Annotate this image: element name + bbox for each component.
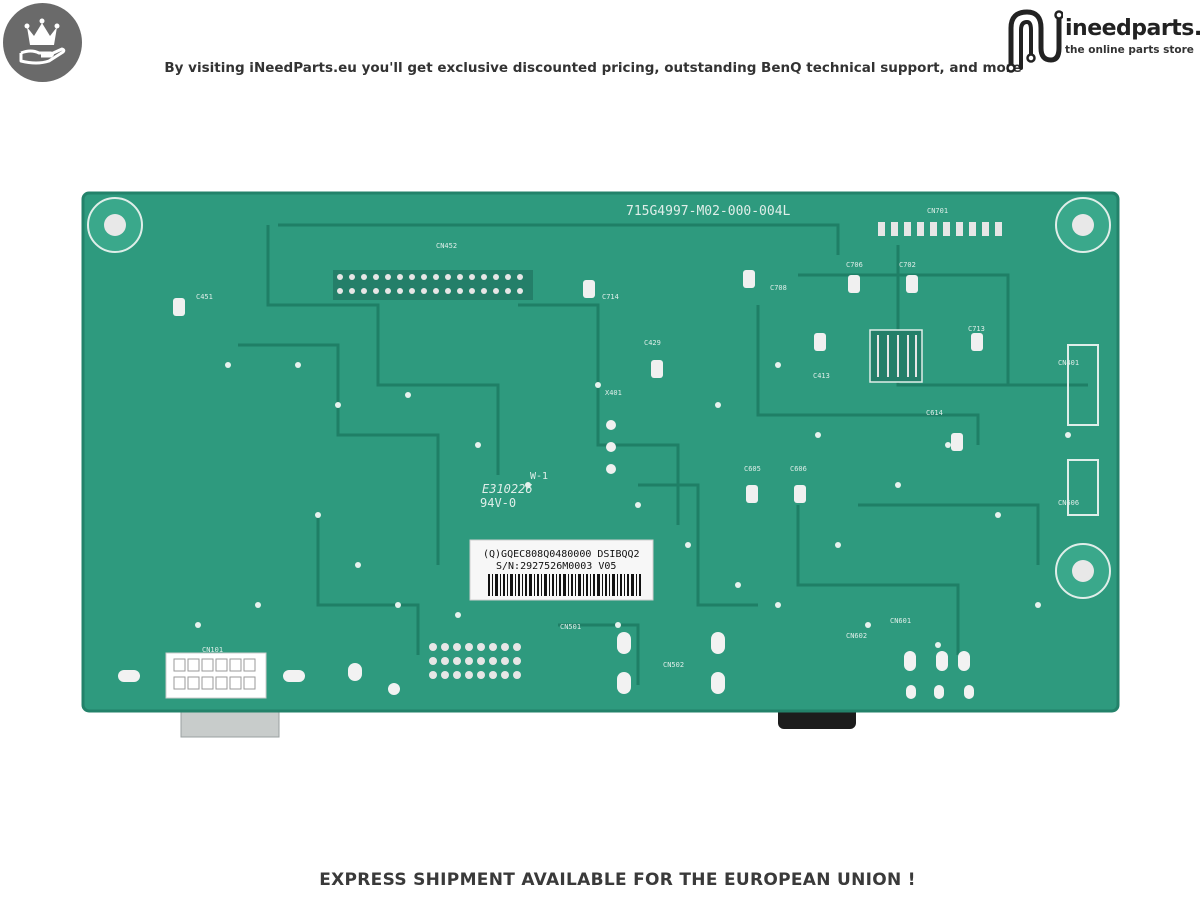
cn452-header bbox=[333, 270, 533, 300]
store-badge bbox=[3, 3, 82, 82]
silk-cn606: CN606 bbox=[1058, 499, 1079, 507]
silk-c702: C702 bbox=[899, 261, 916, 269]
silkscreen-labels: 715G4997-M02-000-004L E310226 W-1 94V-0 … bbox=[196, 204, 1079, 669]
silk-c714: C714 bbox=[602, 293, 619, 301]
cn101-connector bbox=[165, 652, 267, 699]
silk-cn452: CN452 bbox=[436, 242, 457, 250]
silk-cn101: CN101 bbox=[202, 646, 223, 654]
silk-cn602: CN602 bbox=[846, 632, 867, 640]
silk-c605: C605 bbox=[744, 465, 761, 473]
pcb-traces bbox=[238, 223, 1088, 685]
label-line2: S/N:2927526M0003 V05 bbox=[496, 561, 616, 572]
label-line1: (Q)GQEC808Q0480000 DSIBQQ2 bbox=[483, 549, 640, 560]
serial-label: (Q)GQEC808Q0480000 DSIBQQ2 S/N:2927526M0… bbox=[469, 539, 654, 601]
silk-c606: C606 bbox=[790, 465, 807, 473]
circuit-n-icon bbox=[1006, 9, 1063, 73]
silk-c451: C451 bbox=[196, 293, 213, 301]
silk-c429: C429 bbox=[644, 339, 661, 347]
cn606-outline bbox=[1067, 459, 1099, 516]
flammability-rating: 94V-0 bbox=[480, 496, 516, 510]
silk-cn601: CN601 bbox=[890, 617, 911, 625]
pcb-board bbox=[83, 193, 1118, 711]
silk-cn502: CN502 bbox=[663, 661, 684, 669]
silk-c706: C706 bbox=[846, 261, 863, 269]
silk-c614: C614 bbox=[926, 409, 943, 417]
promo-tagline: By visiting iNeedParts.eu you'll get exc… bbox=[0, 60, 1200, 76]
part-number: 715G4997-M02-000-004L bbox=[626, 204, 791, 219]
ic-pad bbox=[869, 329, 923, 383]
mounting-holes bbox=[87, 197, 1111, 599]
shipping-banner: EXPRESS SHIPMENT AVAILABLE FOR THE EUROP… bbox=[0, 870, 1200, 890]
logo-name: ineedparts.eu bbox=[1065, 16, 1200, 41]
footer-text: EXPRESS SHIPMENT AVAILABLE FOR THE EUROP… bbox=[319, 870, 916, 890]
ul-mark: E310226 bbox=[482, 482, 533, 496]
silk-cn401: CN401 bbox=[1058, 359, 1079, 367]
silk-c413: C413 bbox=[813, 372, 830, 380]
tagline-text: By visiting iNeedParts.eu you'll get exc… bbox=[164, 60, 1022, 76]
product-photo: 715G4997-M02-000-004L E310226 W-1 94V-0 … bbox=[81, 191, 1120, 738]
silk-x401: X401 bbox=[605, 389, 622, 397]
logo-subtitle: the online parts store bbox=[1065, 44, 1194, 56]
barcode bbox=[488, 574, 641, 596]
silk-c713: C713 bbox=[968, 325, 985, 333]
crown-hand-icon bbox=[19, 18, 66, 65]
store-logo[interactable]: ineedparts.eu the online parts store bbox=[1003, 4, 1200, 74]
oval-pads bbox=[118, 632, 974, 699]
cn701-pins bbox=[878, 222, 1002, 236]
capacitor-pads bbox=[173, 270, 983, 503]
cn501-pads bbox=[429, 643, 521, 679]
silk-c708: C708 bbox=[770, 284, 787, 292]
cn401-outline bbox=[1067, 344, 1099, 426]
pcb-vias bbox=[195, 362, 1071, 648]
ul-grade: W-1 bbox=[530, 471, 548, 482]
silk-cn501: CN501 bbox=[560, 623, 581, 631]
silk-cn701: CN701 bbox=[927, 207, 948, 215]
